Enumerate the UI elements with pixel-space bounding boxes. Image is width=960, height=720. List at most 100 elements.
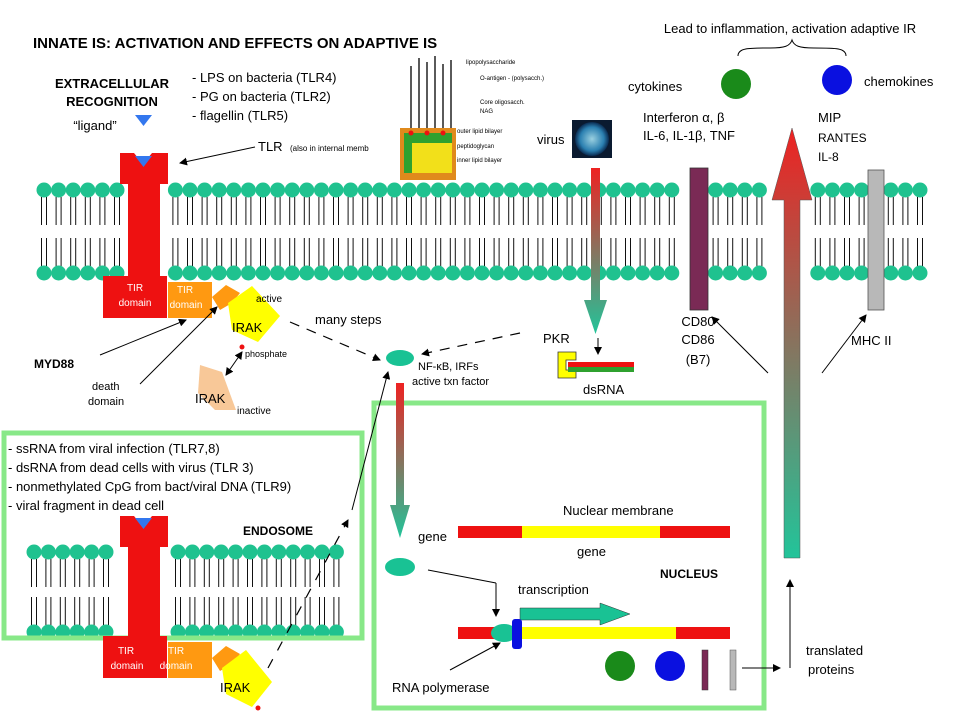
lipid-head <box>635 265 651 281</box>
lipid-head <box>36 182 52 198</box>
lipid-head <box>722 182 738 198</box>
transcription-arrow <box>519 602 631 626</box>
endosome-box <box>1 430 365 641</box>
lipid-head <box>445 182 461 198</box>
lipid-head <box>824 265 840 281</box>
lipid-head <box>299 182 315 198</box>
gene-label-below: gene <box>577 544 606 559</box>
lipid-head <box>386 265 402 281</box>
mhc-bar <box>867 169 885 311</box>
lipid-head <box>170 544 186 560</box>
wall-label-6: inner lipid bilayer <box>457 158 502 164</box>
lipid-head <box>65 265 81 281</box>
endosome-irak-label: IRAK <box>220 680 251 695</box>
b7-label: (B7) <box>686 352 711 367</box>
tir-label-4: TIR <box>168 646 184 657</box>
death-label-1: death <box>92 381 120 393</box>
lipid-head <box>213 544 229 560</box>
endosome-membrane <box>26 544 344 640</box>
nucleus-label: NUCLEUS <box>660 567 718 581</box>
lipid-head <box>184 544 200 560</box>
dsrna-label: dsRNA <box>583 382 625 397</box>
tir-domain-label-3: domain <box>111 661 144 672</box>
lipid-head <box>532 265 548 281</box>
lipid-head <box>256 544 272 560</box>
product-mhc <box>729 649 737 691</box>
death-label-2: domain <box>88 396 124 408</box>
lipid-head <box>211 265 227 281</box>
death-domain <box>212 285 240 310</box>
wall-label-0: lipopolysaccharide <box>466 60 516 66</box>
lipid-head <box>737 265 753 281</box>
lipid-head <box>474 265 490 281</box>
tir-label-2: TIR <box>177 285 193 296</box>
wall-label-5: peptidoglycan <box>457 144 494 150</box>
lipid-head <box>401 182 417 198</box>
virus-entry-arrow <box>584 168 607 334</box>
lipid-head <box>255 265 271 281</box>
lipid-head <box>605 182 621 198</box>
pkr-label: PKR <box>543 331 570 346</box>
tir-label-3: TIR <box>118 646 134 657</box>
lipid-head <box>65 182 81 198</box>
lipid-head <box>167 182 183 198</box>
lipid-head <box>620 265 636 281</box>
chemokine-item-1: RANTES <box>818 131 867 145</box>
lipid-head <box>284 265 300 281</box>
lipid-head <box>242 544 258 560</box>
lipid-head <box>810 265 826 281</box>
phosphate-label: phosphate <box>245 349 287 359</box>
lipid-head <box>357 182 373 198</box>
cytokine-icon <box>721 69 751 99</box>
page-title: INNATE IS: ACTIVATION AND EFFECTS ON ADA… <box>33 35 437 52</box>
lipid-head <box>664 265 680 281</box>
dsrna-strand-1 <box>568 362 634 367</box>
wall-label-1: O-antigen - (polysacch.) <box>480 76 544 82</box>
lipid-head <box>69 544 85 560</box>
lipid-head <box>226 182 242 198</box>
lipid-head <box>722 265 738 281</box>
lipid-head <box>883 265 899 281</box>
lipid-head <box>824 182 840 198</box>
lipid-head <box>255 182 271 198</box>
tlr-note: (also in internal memb <box>290 144 369 153</box>
endosome-tlr-receptor <box>103 516 168 678</box>
wall-label-2: Core oligosacch. <box>480 100 525 106</box>
active-label: active <box>256 294 283 305</box>
lipid-head <box>197 265 213 281</box>
lipid-head <box>182 265 198 281</box>
lipid-head <box>547 182 563 198</box>
lipid-head <box>649 182 665 198</box>
ligand-icon <box>135 115 152 126</box>
lipid-head <box>430 182 446 198</box>
dsrna-strand-2 <box>568 367 634 372</box>
lipid-head <box>839 265 855 281</box>
lipid-head <box>854 265 870 281</box>
irak-label-active: IRAK <box>232 320 263 335</box>
lipid-head <box>737 182 753 198</box>
cytokines-line2: IL-6, IL-1β, TNF <box>643 128 735 143</box>
lipid-head <box>562 265 578 281</box>
lipid-head <box>620 182 636 198</box>
lipid-head <box>416 265 432 281</box>
secretion-arrow <box>771 127 813 559</box>
lipid-head <box>328 265 344 281</box>
nfkb-label-2: active txn factor <box>412 376 489 388</box>
lipid-head <box>489 265 505 281</box>
wall-label-3: NAG <box>480 109 493 115</box>
lipid-head <box>708 265 724 281</box>
lipid-head <box>503 265 519 281</box>
wall-label-4: outer lipid bilayer <box>457 129 502 135</box>
translated-label-1: translated <box>806 643 863 658</box>
lipid-head <box>576 182 592 198</box>
lipid-head <box>211 182 227 198</box>
lipid-head <box>532 182 548 198</box>
myd88-label: MYD88 <box>34 357 74 371</box>
endosome-item-0: - ssRNA from viral infection (TLR7,8) <box>8 441 220 456</box>
chemokine-item-0: MIP <box>818 110 841 125</box>
endosome-myd88-tir <box>168 642 212 678</box>
lipid-head <box>518 182 534 198</box>
lipid-head <box>285 544 301 560</box>
lipid-head <box>474 182 490 198</box>
